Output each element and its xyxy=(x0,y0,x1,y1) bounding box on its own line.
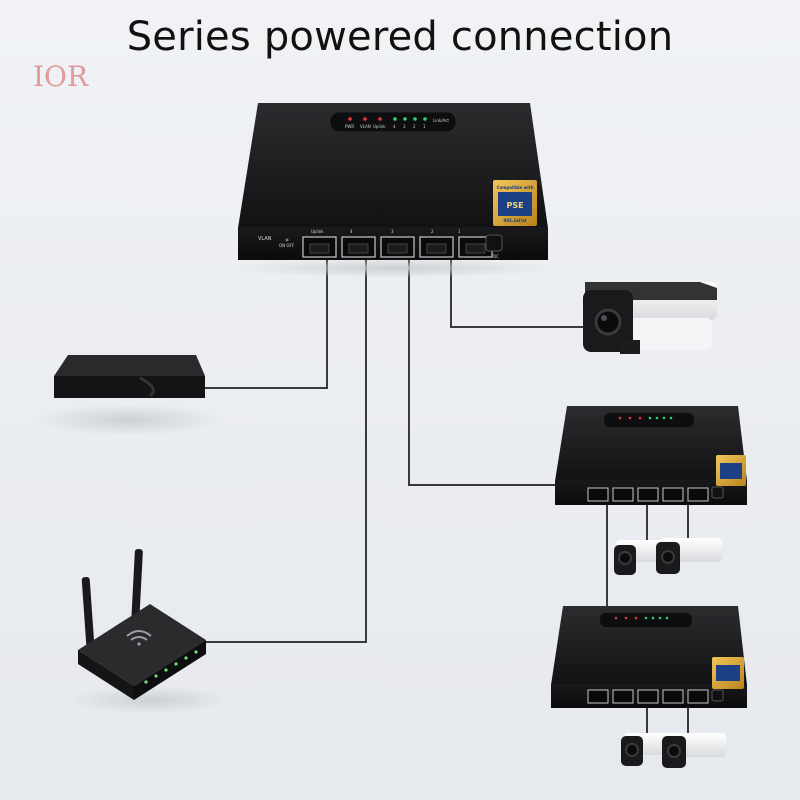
bullet-camera-small-2 xyxy=(656,538,722,574)
page-title: Series powered connection xyxy=(126,14,674,60)
badge-line-1: Compatible with xyxy=(497,185,534,190)
led-label-vlan: VLAN xyxy=(360,124,371,129)
bullet-camera-small-1 xyxy=(614,540,666,575)
led-label-uplink: Uplink xyxy=(373,124,386,129)
cascade-switch-2 xyxy=(555,406,747,505)
bullet-camera-large xyxy=(583,282,717,354)
main-poe-switch: PWR VLAN Uplink 4 3 2 1 Link/Act Compati… xyxy=(228,103,558,278)
port-label-4: 4 xyxy=(350,229,353,234)
antenna-right xyxy=(131,548,143,626)
cable-to-router xyxy=(205,257,367,643)
cable-to-camera xyxy=(450,257,585,328)
cable-to-nvr xyxy=(205,257,328,389)
nvr-recorder xyxy=(33,355,223,436)
port-label-3: 3 xyxy=(391,229,394,234)
vlan-label: VLAN xyxy=(258,236,272,242)
led-label-linkact: Link/Act xyxy=(433,118,449,123)
onoff-label: ON OFF xyxy=(279,243,295,248)
wifi-router xyxy=(70,548,230,714)
cable-to-cascade-switch xyxy=(408,257,555,486)
led-label-4: 4 xyxy=(393,124,396,129)
camera-lens xyxy=(594,308,622,336)
port-label-uplink: Uplink xyxy=(311,229,324,234)
bullet-camera-small-4 xyxy=(662,733,726,768)
router-leds xyxy=(144,650,198,684)
dc-power-jack xyxy=(485,234,503,252)
antenna-left xyxy=(81,577,95,647)
led-label-2: 2 xyxy=(413,124,416,129)
bullet-camera-small-3 xyxy=(621,733,670,766)
port-label-1: 1 xyxy=(458,229,461,234)
led-label-pwr: PWR xyxy=(345,124,354,129)
dc-label: DC xyxy=(493,254,499,259)
badge-line-2: PSE xyxy=(506,201,523,210)
port-label-2: 2 xyxy=(431,229,434,234)
pse-badge: Compatible with PSE 802.3af/at xyxy=(493,180,537,226)
wifi-icon xyxy=(126,630,152,646)
badge-line-3: 802.3af/at xyxy=(503,218,526,223)
status-leds xyxy=(348,117,427,121)
led-label-3: 3 xyxy=(403,124,406,129)
cascade-switch-3 xyxy=(551,606,747,708)
cables xyxy=(205,257,689,735)
brand-logo: IOR xyxy=(33,60,89,93)
led-label-1: 1 xyxy=(423,124,426,129)
